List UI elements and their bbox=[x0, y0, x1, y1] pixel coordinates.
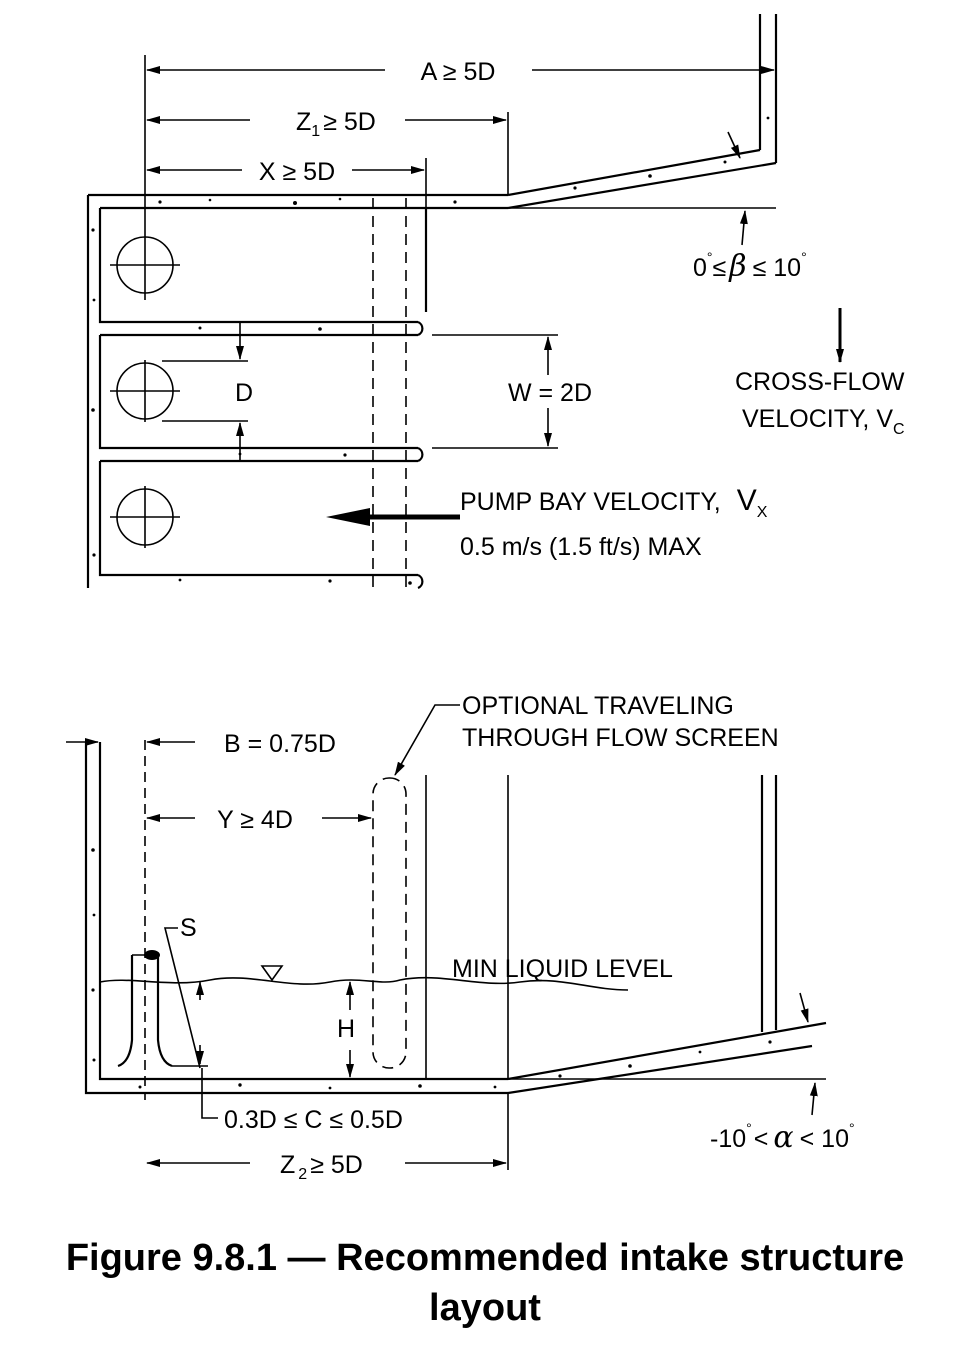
divider2-nose bbox=[417, 446, 424, 463]
plan-view: A ≥ 5D Z1≥ 5D X ≥ 5D 0°≤β≤ 10° D W = 2D … bbox=[86, 14, 905, 590]
sloped-wall-outer bbox=[507, 148, 761, 197]
screen-label-1: OPTIONAL TRAVELING bbox=[462, 692, 734, 720]
alpha-arrow-lower bbox=[809, 1082, 818, 1116]
beta-arrow-upper bbox=[727, 131, 741, 159]
water-surface bbox=[99, 976, 629, 991]
crossflow-label-1: CROSS-FLOW bbox=[735, 368, 905, 396]
dim-a-label: A ≥ 5D bbox=[421, 58, 496, 86]
dim-y-label: Y ≥ 4D bbox=[217, 806, 293, 834]
dim-h-label: H bbox=[337, 1015, 355, 1043]
figure-caption-line2: layout bbox=[429, 1287, 541, 1329]
dim-z1-label: Z1≥ 5D bbox=[296, 108, 376, 140]
c-leader bbox=[201, 1068, 218, 1119]
pumpbay-label-1: PUMP BAY VELOCITY,VX bbox=[460, 484, 768, 521]
s-leader bbox=[163, 927, 201, 1069]
s-label: S bbox=[180, 914, 197, 942]
screen-leader bbox=[394, 704, 460, 776]
section-concrete-speckle bbox=[91, 848, 772, 1090]
intake-diagram: A ≥ 5D Z1≥ 5D X ≥ 5D 0°≤β≤ 10° D W = 2D … bbox=[66, 14, 905, 1183]
section-bay-walls bbox=[425, 775, 509, 1079]
dim-b-label: B = 0.75D bbox=[224, 730, 336, 758]
traveling-screen bbox=[372, 777, 407, 1069]
dim-w-ext bbox=[432, 334, 558, 449]
dim-x-label: X ≥ 5D bbox=[259, 158, 335, 186]
crossflow-label-2: VELOCITY, VC bbox=[742, 405, 905, 438]
alpha-label: -10°<α< 10° bbox=[710, 1120, 855, 1155]
pump-intake-icon bbox=[117, 740, 173, 1100]
section-inner-wall bbox=[98, 742, 508, 1081]
c-label: 0.3D ≤ C ≤ 0.5D bbox=[224, 1106, 403, 1134]
figure-caption-line1: Figure 9.8.1 — Recommended intake struct… bbox=[65, 1237, 905, 1279]
pump-2-icon bbox=[110, 360, 180, 422]
min-level-label: MIN LIQUID LEVEL bbox=[452, 955, 673, 983]
dim-w-label: W = 2D bbox=[508, 379, 592, 407]
dim-d-ext bbox=[162, 360, 248, 422]
plan-concrete-speckle bbox=[91, 68, 770, 585]
beta-label: 0°≤β≤ 10° bbox=[693, 249, 807, 284]
beta-arrow-lower bbox=[739, 210, 748, 246]
dim-d-label: D bbox=[235, 379, 253, 407]
divider1-nose bbox=[417, 320, 424, 337]
pump-3-icon bbox=[110, 486, 180, 548]
section-slope-outer bbox=[507, 1044, 813, 1095]
divider3-nose bbox=[417, 573, 424, 590]
water-level-symbol bbox=[260, 965, 284, 982]
bay1-wall bbox=[98, 208, 418, 324]
bay2-wall bbox=[98, 335, 418, 450]
sloped-wall-inner bbox=[507, 161, 777, 210]
pumpbay-label-2: 0.5 m/s (1.5 ft/s) MAX bbox=[460, 533, 702, 561]
pump-1-icon bbox=[110, 230, 180, 300]
section-side-wall bbox=[760, 775, 778, 1032]
section-outer-wall bbox=[84, 742, 508, 1095]
section-slope-inner bbox=[507, 1021, 827, 1081]
pumpbay-arrowhead bbox=[326, 508, 370, 526]
alpha-arrow-upper bbox=[799, 992, 809, 1023]
section-view: OPTIONAL TRAVELING THROUGH FLOW SCREEN B… bbox=[66, 692, 855, 1183]
screen-label-2: THROUGH FLOW SCREEN bbox=[462, 724, 779, 752]
bay3-wall bbox=[98, 461, 418, 577]
